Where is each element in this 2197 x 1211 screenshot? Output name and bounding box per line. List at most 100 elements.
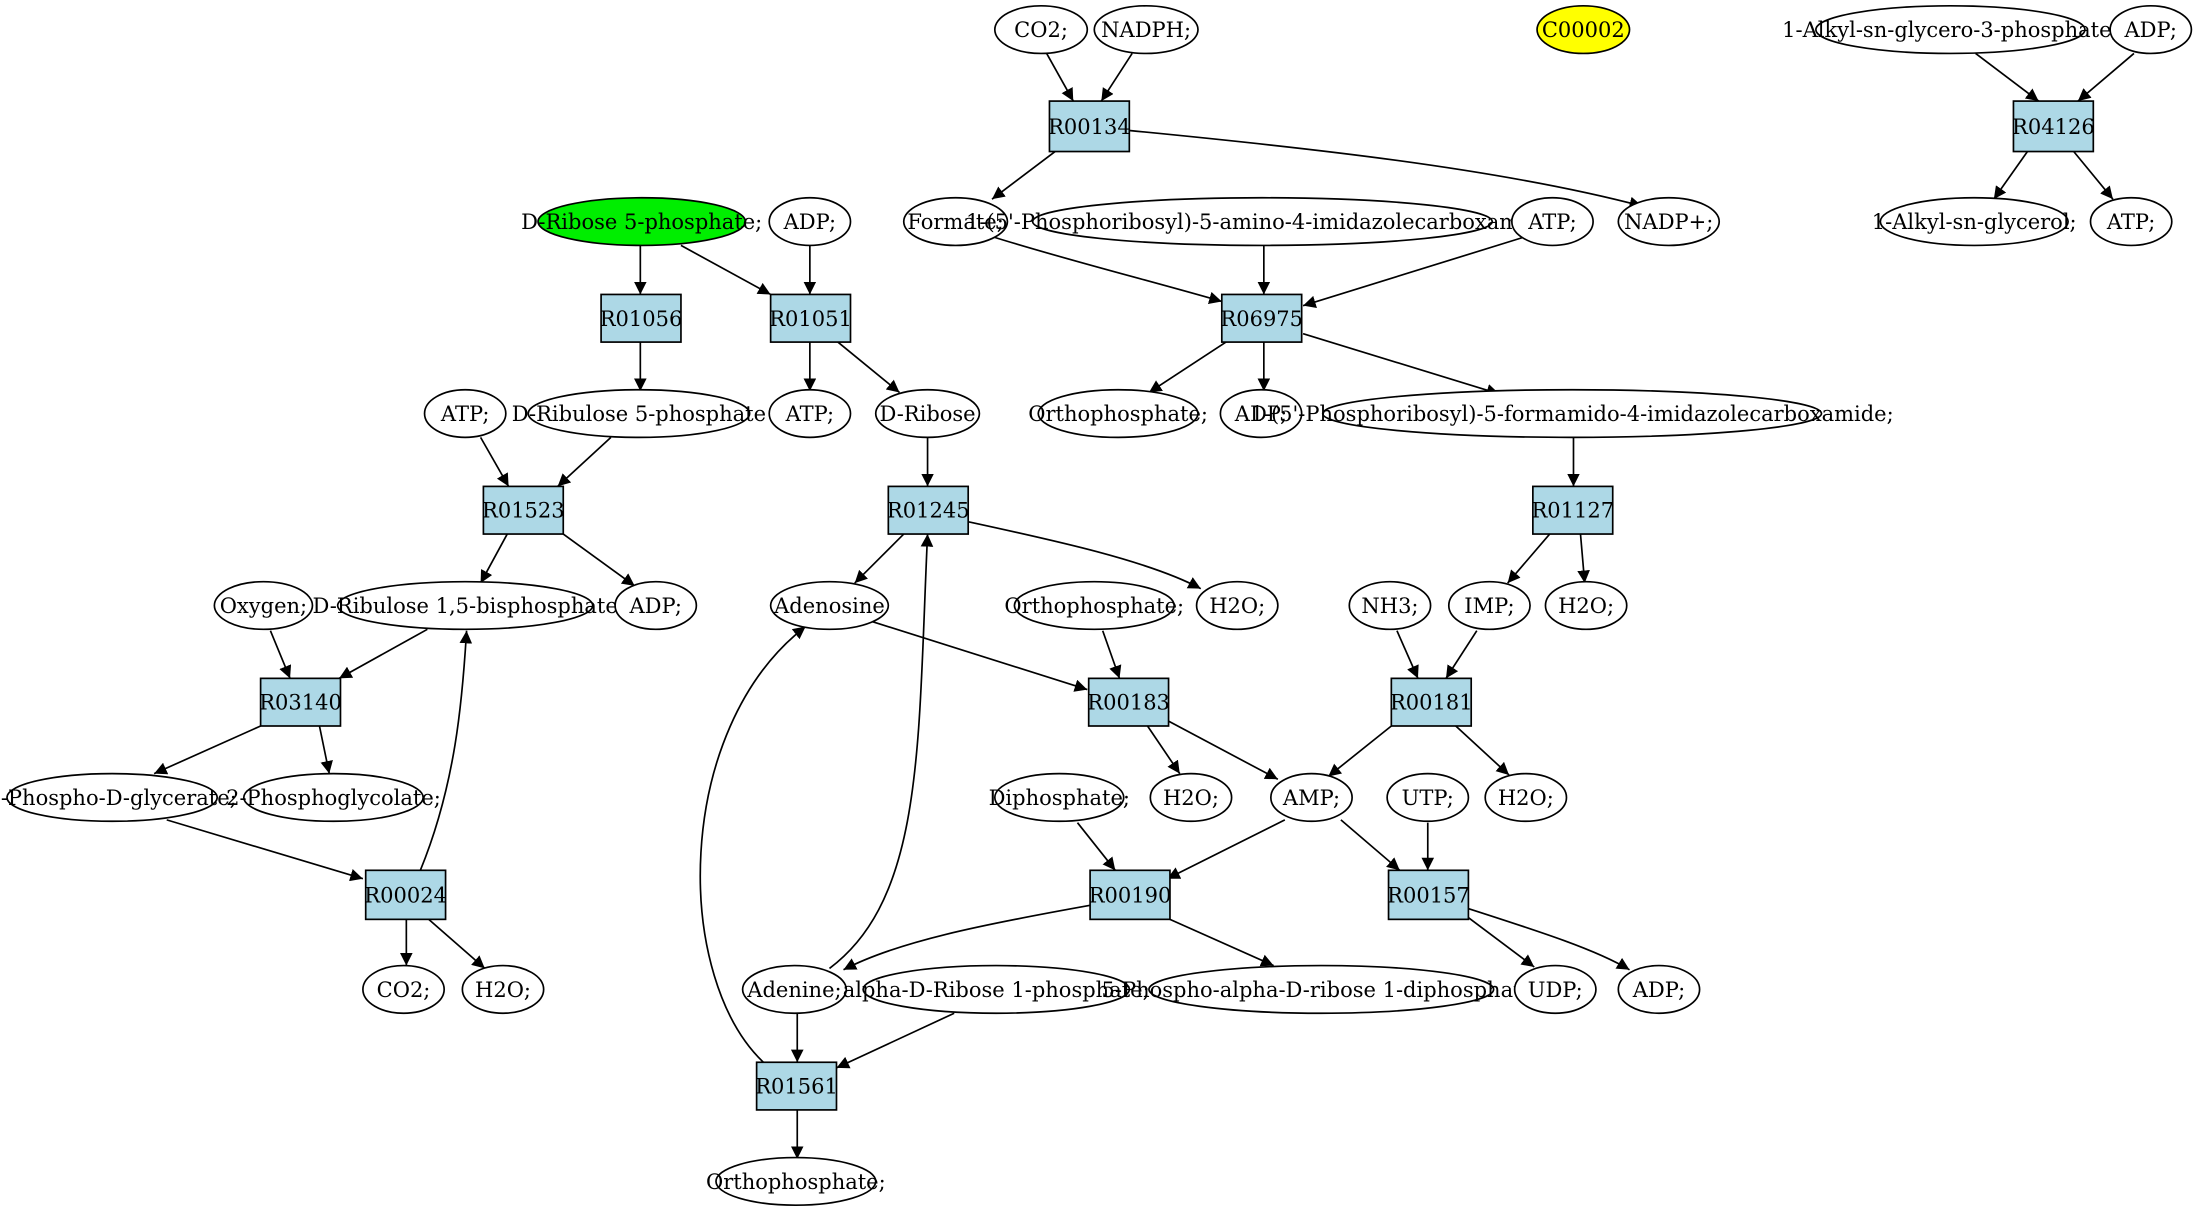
reaction-box: [482, 485, 565, 535]
reaction-node-r01561[interactable]: R01561: [755, 1061, 838, 1111]
compound-node-h2o[interactable]: H2O;: [1544, 580, 1628, 631]
compound-label: CO2;: [377, 977, 431, 1002]
compound-ellipse: [213, 580, 314, 631]
reaction-node-r03140[interactable]: R03140: [259, 677, 342, 727]
compound-node-orthophosphate[interactable]: Orthophosphate;: [706, 1156, 886, 1207]
compound-label: UTP;: [1402, 785, 1454, 810]
compound-node-adp[interactable]: ADP;: [614, 580, 698, 631]
reaction-label: R01127: [1531, 498, 1614, 523]
reaction-box: [1532, 485, 1614, 535]
compound-node-3-phospho-d-glycerate[interactable]: 3-Phospho-D-glycerate;: [0, 772, 237, 823]
compound-node-adp[interactable]: ADP;: [2109, 4, 2193, 55]
edge: [1455, 725, 1510, 776]
compound-node-nh3[interactable]: NH3;: [1348, 580, 1432, 631]
reaction-box: [1087, 677, 1170, 727]
compound-label: D-Ribose: [879, 401, 975, 426]
compound-label: ADP;: [783, 209, 836, 234]
compound-label: H2O;: [1558, 593, 1614, 618]
compound-node-alpha-d-ribose-1-phosphate[interactable]: alpha-D-Ribose 1-phosphate;: [843, 964, 1150, 1015]
compound-node-h2o[interactable]: H2O;: [1149, 772, 1233, 823]
compound-node-amp[interactable]: AMP;: [1270, 772, 1353, 823]
compound-node-udp[interactable]: UDP;: [1513, 964, 1597, 1015]
compound-node-adenine[interactable]: Adenine;: [741, 964, 848, 1015]
compound-node-atp[interactable]: ATP;: [423, 388, 507, 439]
compound-node-d-ribulose-5-phosphate[interactable]: D-Ribulose 5-phosphate: [512, 388, 766, 439]
compound-node-orthophosphate[interactable]: Orthophosphate;: [1028, 388, 1208, 439]
reaction-label: R01561: [755, 1074, 838, 1099]
reaction-box: [755, 1061, 838, 1111]
compound-ellipse: [6, 772, 219, 823]
compound-label: NADP+;: [1624, 209, 1713, 234]
reaction-box: [259, 677, 342, 727]
reaction-node-r00181[interactable]: R00181: [1390, 677, 1473, 727]
compound-label: Orthophosphate;: [706, 1169, 886, 1194]
compound-node-h2o[interactable]: H2O;: [461, 964, 545, 1015]
compound-label: Formate;: [907, 209, 1003, 234]
compound-ellipse: [1815, 4, 2086, 55]
reaction-node-r06975[interactable]: R06975: [1220, 293, 1303, 343]
compound-node-alkyl-glycerol[interactable]: 1-Alkyl-sn-glycerol;: [1872, 196, 2077, 247]
compound-node-orthophosphate[interactable]: Orthophosphate;: [1004, 580, 1184, 631]
compound-ellipse: [862, 964, 1131, 1015]
reaction-node-r00024[interactable]: R00024: [364, 869, 447, 921]
reaction-node-r00134[interactable]: R00134: [1048, 100, 1131, 153]
compound-node-d-ribose[interactable]: D-Ribose: [874, 388, 981, 439]
compound-node-atp[interactable]: ATP;: [768, 388, 852, 439]
compound-label: 5-Phospho-alpha-D-ribose 1-diphosphate;: [1102, 977, 1542, 1002]
compound-node-co2[interactable]: CO2;: [993, 4, 1089, 55]
compound-node-adp[interactable]: ADP;: [768, 196, 852, 247]
reaction-node-r00190[interactable]: R00190: [1089, 869, 1172, 921]
compound-label: CO2;: [1014, 17, 1068, 42]
reaction-label: R01523: [482, 498, 565, 523]
reaction-label: R01245: [887, 498, 970, 523]
reaction-node-r04126[interactable]: R04126: [2012, 100, 2095, 153]
compound-node-nadph[interactable]: NADPH;: [1093, 4, 1199, 55]
reaction-node-r01056[interactable]: R01056: [600, 293, 683, 343]
compound-ellipse: [874, 388, 981, 439]
compound-node-adp[interactable]: ADP;: [1219, 388, 1303, 439]
compound-node-co2[interactable]: CO2;: [362, 964, 446, 1015]
compound-node-d-ribulose-1-5-bisphosphate[interactable]: D-Ribulose 1,5-bisphosphate: [313, 580, 618, 631]
compound-node-imp[interactable]: IMP;: [1447, 580, 1531, 631]
compound-label: Orthophosphate;: [1004, 593, 1184, 618]
compound-node-c00002[interactable]: C00002: [1536, 4, 1631, 55]
compound-label: ADP;: [629, 593, 682, 618]
reaction-node-r01051[interactable]: R01051: [769, 293, 852, 343]
compound-node-2-phosphoglycolate[interactable]: 2-Phosphoglycolate;: [226, 772, 441, 823]
reaction-box: [887, 485, 970, 535]
compound-node-alkyl-glycero-3-phosphate[interactable]: 1-Alkyl-sn-glycero-3-phosphate;: [1782, 4, 2119, 55]
compound-node-nadp[interactable]: NADP+;: [1617, 196, 1721, 247]
reaction-label: R03140: [259, 690, 342, 715]
reaction-node-r01127[interactable]: R01127: [1531, 485, 1614, 535]
compound-node-oxygen[interactable]: Oxygen;: [213, 580, 314, 631]
edge: [1129, 129, 1643, 210]
compound-node-diphosphate[interactable]: Diphosphate;: [989, 772, 1130, 823]
compound-node-prpp[interactable]: 5-Phospho-alpha-D-ribose 1-diphosphate;: [1102, 964, 1542, 1015]
compound-ellipse: [1348, 580, 1432, 631]
compound-node-adenosine[interactable]: Adenosine: [769, 580, 890, 631]
reaction-node-r00157[interactable]: R00157: [1387, 869, 1470, 921]
reaction-label: R00134: [1048, 114, 1131, 139]
compound-node-h2o[interactable]: H2O;: [1195, 580, 1279, 631]
compound-node-d-ribose-5-phosphate[interactable]: D-Ribose 5-phosphate;: [521, 196, 762, 247]
compound-node-faicar[interactable]: 1-(5'-Phosphoribosyl)-5-formamido-4-imid…: [1251, 388, 1894, 439]
edge: [269, 630, 292, 679]
compound-node-utp[interactable]: UTP;: [1386, 772, 1470, 823]
reaction-node-r01245[interactable]: R01245: [887, 485, 970, 535]
edge: [1975, 52, 2040, 102]
compound-ellipse: [527, 388, 751, 439]
edge: [2073, 150, 2114, 200]
compound-node-atp[interactable]: ATP;: [1510, 196, 1594, 247]
compound-ellipse: [1037, 388, 1199, 439]
compound-node-aicar[interactable]: 1-(5'-Phosphoribosyl)-5-amino-4-imidazol…: [966, 196, 1559, 247]
compound-node-adp[interactable]: ADP;: [1617, 964, 1701, 1015]
compound-label: UDP;: [1528, 977, 1583, 1002]
compound-node-h2o[interactable]: H2O;: [1484, 772, 1568, 823]
reaction-node-r00183[interactable]: R00183: [1087, 677, 1170, 727]
compound-ellipse: [1321, 388, 1823, 439]
compound-node-formate[interactable]: Formate;: [902, 196, 1009, 247]
compound-node-atp[interactable]: ATP;: [2089, 196, 2173, 247]
edge: [1340, 819, 1401, 871]
reaction-node-r01523[interactable]: R01523: [482, 485, 565, 535]
